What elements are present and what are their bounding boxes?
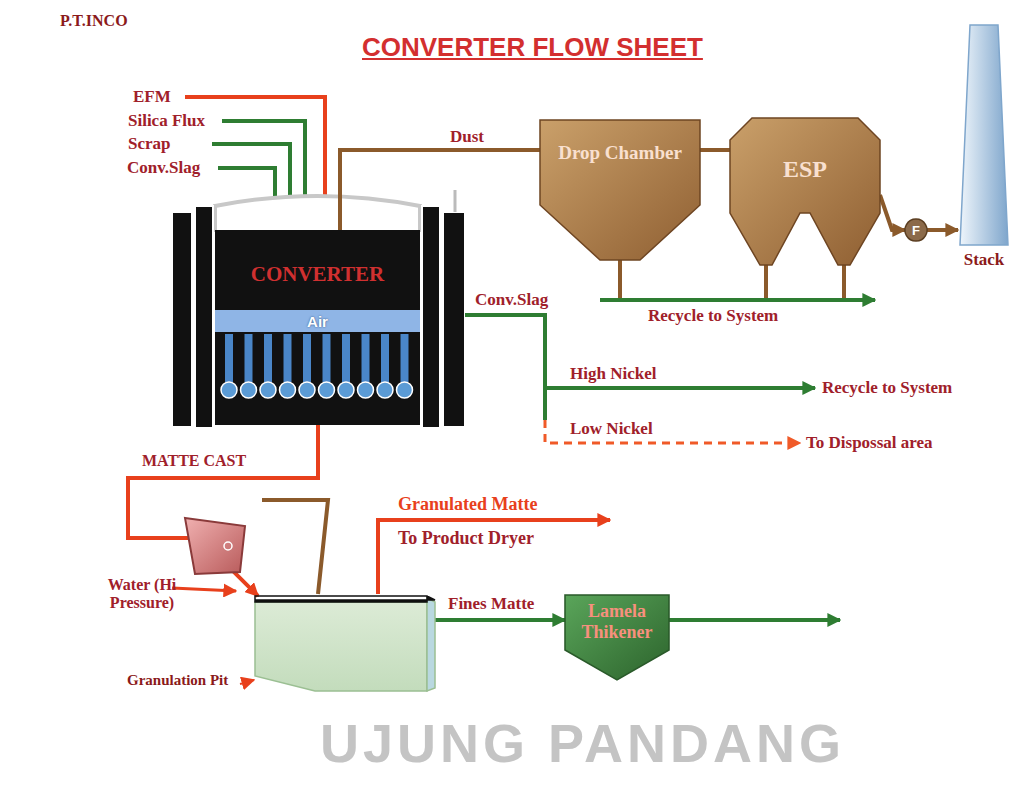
converter-shell [215, 230, 420, 425]
converter-hood [215, 196, 420, 232]
dust-recycle-line [600, 298, 875, 302]
overflow-line [665, 618, 840, 622]
water-label: Water (Hi Pressure) [82, 576, 202, 612]
stack-outline [958, 25, 1010, 270]
drop-chamber-shape [540, 120, 700, 260]
stack: Stack [958, 25, 1010, 270]
tuyere-pipe [362, 334, 370, 382]
stream-label: High Nickel [570, 364, 656, 384]
granulation-pit-shape [255, 596, 435, 602]
node-label: Drop Chamber [558, 142, 682, 164]
node-label: Air [307, 313, 328, 330]
feed-label: Conv.Slag [127, 158, 200, 178]
pit-leader [240, 680, 254, 684]
fan-symbol: F [905, 219, 927, 241]
destination-label: To Product Dryer [398, 528, 534, 549]
flow-connector [435, 618, 565, 622]
watermark: UJUNG PANDANG [320, 712, 845, 774]
node-label: ESP [783, 156, 827, 183]
stream-label: Granulated Matte [398, 494, 537, 515]
tuyere-pipe [381, 334, 389, 382]
company-name: P.T.INCO [60, 12, 128, 30]
converter-vessel [172, 190, 465, 428]
tuyere-pipe [342, 334, 350, 382]
stack-shape [960, 25, 1008, 245]
converter-vessel-box: Air CONVERTER [215, 230, 420, 425]
tuyere-pipe [245, 334, 253, 382]
tuyere-pipe [401, 334, 409, 382]
converter-frame [454, 190, 457, 212]
drop-chamber: Drop Chamber [540, 120, 700, 260]
esp-precipitator: ESP [730, 118, 880, 265]
tuyere-pipe [284, 334, 292, 382]
slag-out-line [465, 315, 545, 420]
granulation-pit-shape [255, 602, 427, 691]
destination-label: To Dispossal area [806, 433, 933, 453]
ladle-lug [224, 542, 232, 550]
feed-label: Silica Flux [128, 111, 205, 131]
esp-precipitator-outline [730, 118, 880, 265]
destination-label: Recycle to System [648, 306, 778, 326]
feed-label: EFM [133, 87, 171, 107]
node-label: CONVERTER [251, 262, 384, 287]
destination-label: Recycle to System [822, 378, 952, 398]
stream-label: Conv.Slag [475, 290, 548, 310]
flow-connector [340, 150, 540, 230]
low-nickel-line [545, 420, 800, 443]
tuyere-nozzle [260, 382, 276, 398]
drop-chamber-outline [540, 120, 700, 260]
steam-vent-line [262, 500, 328, 594]
granulation-pit-outline [255, 596, 435, 691]
node-label: Stack [964, 250, 1005, 270]
node-label: F [912, 223, 920, 238]
connector-label: MATTE CAST [140, 452, 248, 470]
flow-connector [128, 425, 318, 596]
tuyere-nozzle [280, 382, 296, 398]
granulation-pit: Granulation Pit [255, 596, 435, 691]
converter-tyre [443, 212, 465, 427]
diagram-title: CONVERTER FLOW SHEET [362, 32, 703, 63]
esp-precipitator-shape [730, 118, 880, 265]
tuyere-nozzle [358, 382, 374, 398]
water-line [172, 588, 236, 591]
matte-ladle [185, 518, 245, 574]
flow-connector [927, 228, 958, 232]
tuyere-nozzle [221, 382, 237, 398]
flow-connector [880, 195, 905, 230]
stream-label: Low Nickel [570, 419, 653, 439]
granulated-matte-line [378, 520, 610, 594]
node-label: Lamela Thikener [569, 601, 665, 643]
tuyere-pipe [303, 334, 311, 382]
tuyere-nozzle [319, 382, 335, 398]
high-nickel-line [545, 386, 815, 390]
granulation-pit-shape [427, 598, 435, 691]
tuyere-pipe [264, 334, 272, 382]
hopper-outlet [620, 258, 844, 300]
node-label: Granulation Pit [127, 672, 228, 689]
tuyere-nozzle [241, 382, 257, 398]
tuyere-pipe [323, 334, 331, 382]
tuyere-nozzle [377, 382, 393, 398]
lamela-thickener: Lamela Thikener [565, 595, 669, 680]
tuyere-nozzle [338, 382, 354, 398]
flow-connector [700, 148, 730, 152]
tuyere-nozzle [299, 382, 315, 398]
lamela-thickener-shape [565, 595, 669, 680]
tuyere-pipe [225, 334, 233, 382]
converter-tyre [422, 206, 440, 428]
feed-label: Scrap [128, 134, 171, 154]
converter-tyre [195, 206, 213, 428]
converter-tyre [172, 212, 192, 427]
air-band: Air [215, 310, 420, 332]
connector-label: Fines Matte [446, 594, 536, 614]
connector-label: Dust [448, 127, 486, 147]
tuyere-nozzle [397, 382, 413, 398]
fan-symbol-shape [905, 219, 927, 241]
tuyere-row [221, 334, 413, 398]
